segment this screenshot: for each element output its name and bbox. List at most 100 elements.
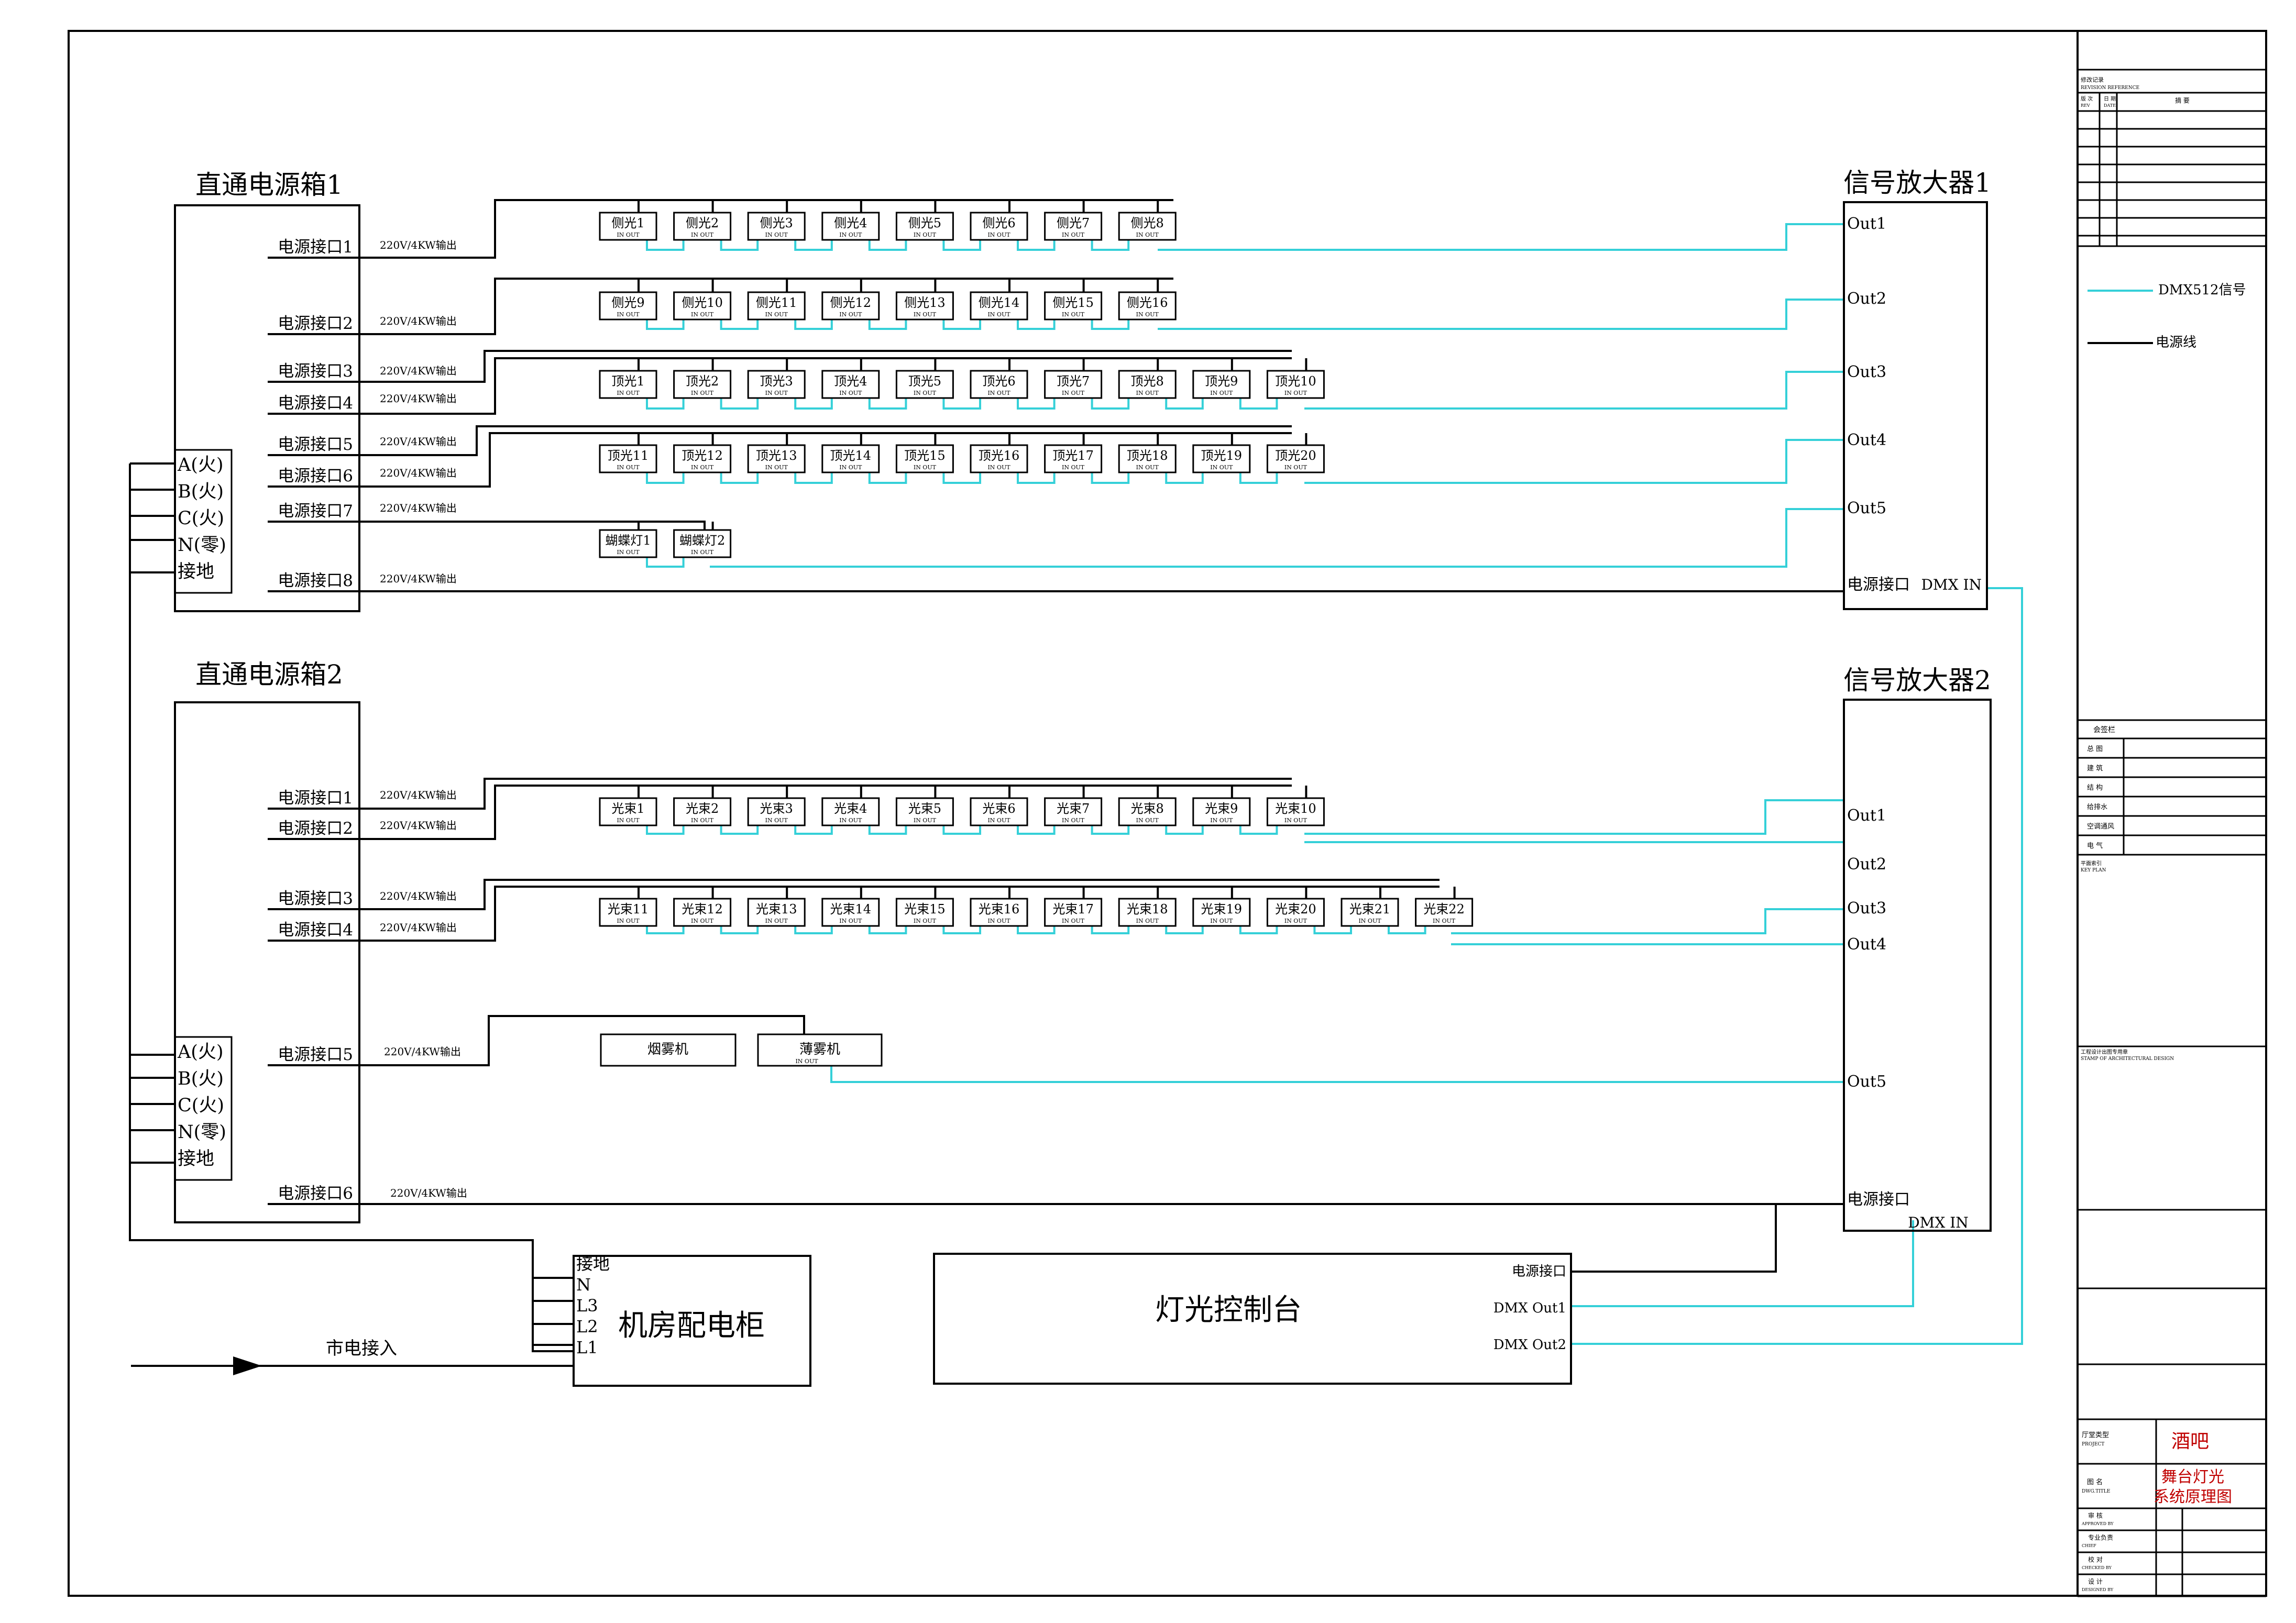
beam-light-fixture-box	[1118, 898, 1177, 927]
console-port-label: DMX Out1	[1493, 1300, 1566, 1316]
top-light-fixture-io: IN OUT	[987, 464, 1010, 471]
side-light-dmx-link	[942, 240, 981, 251]
beam-light-fixture-box	[1192, 898, 1251, 927]
beam-light-dmx-link	[1239, 825, 1278, 835]
top-light-dmx-link	[942, 472, 981, 484]
wire-label: 220V/4KW输出	[380, 435, 457, 448]
beam-light-fixture-io: IN OUT	[987, 918, 1010, 924]
side-light-fixture-io: IN OUT	[987, 311, 1010, 318]
legend-dmx-label: DMX512信号	[2158, 282, 2246, 298]
top-light-fixture-box	[1266, 444, 1325, 473]
side-light-dmx-link	[868, 240, 907, 251]
side-light-fixture-box	[1118, 291, 1177, 321]
beam-light-fixture-label: 光束14	[830, 902, 872, 917]
tb-rev: 版 次	[2081, 95, 2093, 102]
top-light-fixture-box	[1266, 370, 1325, 399]
cabinet-link	[532, 1240, 574, 1325]
beam-light-fixture-box	[1192, 797, 1251, 826]
tb-role: 校 对	[2088, 1555, 2103, 1563]
tb-revision: 修改记录	[2081, 76, 2104, 83]
side-light-dmx-link	[1091, 319, 1130, 330]
tb-role: 设 计	[2088, 1578, 2103, 1585]
amp-1-title: 信号放大器1	[1843, 168, 1991, 198]
top-light-fixture-io: IN OUT	[914, 390, 937, 396]
beam-light-fixture-label: 光束19	[1201, 902, 1243, 917]
top-light-fixture-io: IN OUT	[691, 390, 714, 396]
beam-light-dmx-link	[1388, 926, 1426, 934]
console-port-label: DMX Out2	[1493, 1337, 1566, 1353]
side-light-dmx-link	[942, 319, 981, 330]
side-light-fixture-label: 侧光6	[982, 216, 1015, 230]
side-light-dmx-link	[868, 319, 907, 330]
power-bus	[359, 879, 1440, 910]
side-light-fixture-box	[970, 291, 1028, 321]
beam-light-fixture-box	[1415, 898, 1474, 927]
beam-light-fixture-io: IN OUT	[1136, 817, 1159, 824]
butterfly-light-fixture-io: IN OUT	[691, 549, 714, 556]
power-box-1-title: 直通电源箱1	[195, 170, 343, 200]
phase-box-2-label: 接地	[178, 1149, 214, 1169]
beam-light-fixture-box	[821, 898, 880, 927]
power-box-1-box	[174, 204, 360, 612]
beam-light-fixture-box	[599, 797, 657, 826]
amp-1-dmx-in: DMX IN	[1921, 576, 1982, 593]
amp-1-out-label: Out2	[1847, 290, 1886, 308]
beam-light-fixture-label: 光束17	[1052, 902, 1094, 917]
phase-box-2-label: B(火)	[178, 1068, 224, 1089]
power-bus-smoke	[359, 1015, 805, 1066]
top-light-fixture-io: IN OUT	[987, 390, 1010, 396]
cabinet-terminal-label: N	[576, 1275, 591, 1295]
top-light-dmx-link	[720, 472, 759, 484]
dmx-return	[1304, 371, 1844, 410]
top-light-fixture-box	[970, 444, 1028, 473]
top-light-fixture-label: 顶光6	[982, 374, 1015, 389]
top-light-dmx-link	[794, 472, 833, 484]
tb-drawing-label: 图 名	[2087, 1478, 2103, 1486]
top-light-fixture-box	[1192, 444, 1251, 473]
beam-light-fixture-label: 光束18	[1127, 902, 1168, 917]
butterfly-light-fixture-box	[673, 529, 732, 558]
tb-role-en: CHIEF	[2082, 1543, 2096, 1548]
top-light-dmx-link	[1017, 398, 1056, 410]
beam-light-fixture-io: IN OUT	[1210, 918, 1233, 924]
top-light-dmx-link	[720, 398, 759, 410]
side-light-fixture-io: IN OUT	[1062, 231, 1085, 238]
tb-discipline: 总 图	[2087, 745, 2103, 753]
tb-keyplan-en: KEY PLAN	[2081, 868, 2106, 873]
beam-light-dmx-link	[1165, 926, 1204, 934]
top-light-fixture-label: 顶光2	[686, 374, 719, 389]
top-light-fixture-io: IN OUT	[691, 464, 714, 471]
top-light-dmx-link	[646, 398, 685, 410]
side-light-fixture-io: IN OUT	[914, 311, 937, 318]
top-light-fixture-label: 顶光14	[830, 448, 872, 463]
tb-role: 专业负责	[2088, 1533, 2113, 1541]
top-light-fixture-io: IN OUT	[1136, 464, 1159, 471]
beam-light-fixture-io: IN OUT	[914, 918, 937, 924]
beam-light-fixture-label: 光束21	[1349, 902, 1391, 917]
dmx-return	[710, 508, 1844, 568]
beam-light-fixture-box	[821, 797, 880, 826]
dmx-haze	[830, 1066, 1844, 1083]
side-light-fixture-box	[673, 291, 732, 321]
power-box-2-port-label: 电源接口6	[278, 1184, 353, 1203]
top-light-fixture-io: IN OUT	[1284, 464, 1308, 471]
amp-1-box	[1843, 201, 1988, 610]
side-light-fixture-io: IN OUT	[1062, 311, 1085, 318]
tb-stamp: 工程设计出图专用章	[2081, 1048, 2128, 1055]
tb-role-en: CHECKED BY	[2082, 1565, 2112, 1570]
tb-project-value: 酒吧	[2171, 1431, 2209, 1452]
phase-box-1-label: N(零)	[178, 535, 226, 556]
cabinet-terminal-label: 接地	[576, 1254, 610, 1274]
phase-box-2-label: A(火)	[177, 1042, 224, 1063]
beam-light-dmx-link	[942, 926, 981, 934]
beam-light-fixture-box	[599, 898, 657, 927]
console-box	[933, 1253, 1572, 1385]
dmx-return	[1451, 908, 1844, 934]
beam-light-fixture-label: 光束6	[982, 801, 1015, 816]
amp-2-out-label: Out1	[1847, 807, 1886, 825]
dmx-return	[1304, 799, 1844, 835]
top-light-fixture-label: 顶光9	[1205, 374, 1238, 389]
phase-box-2-label: N(零)	[178, 1122, 226, 1143]
